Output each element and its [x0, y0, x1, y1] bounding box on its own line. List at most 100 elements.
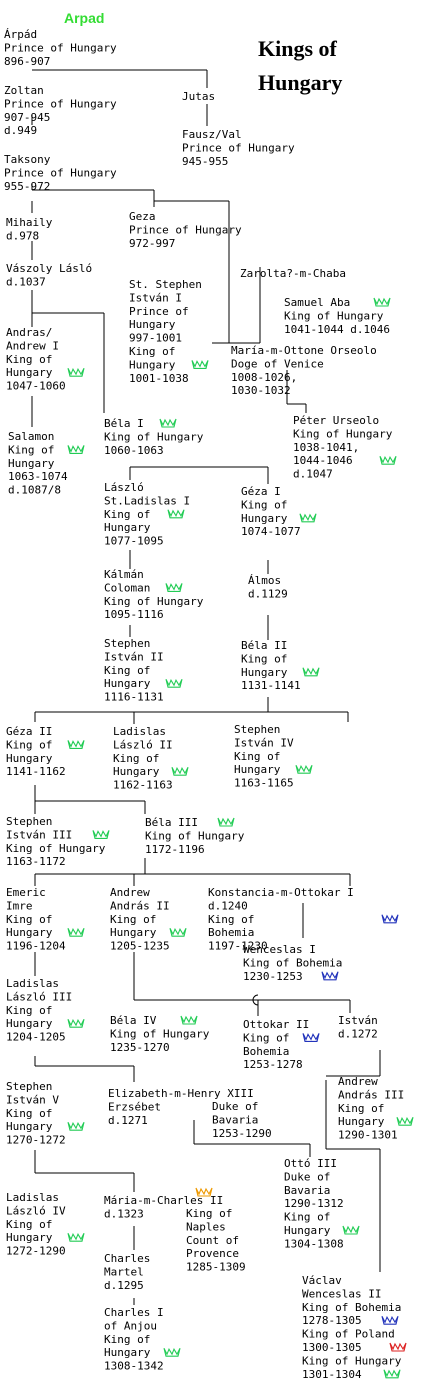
hungary-crown-icon — [92, 830, 110, 839]
hungary-crown-icon — [302, 667, 320, 677]
person-text-line: Hungary — [129, 358, 176, 371]
person-text-line: King of — [186, 1207, 232, 1220]
naples-crown-icon — [195, 1187, 213, 1197]
person-text-line: Géza II — [6, 725, 52, 738]
person-text-line: Hungary — [104, 677, 151, 690]
person-text-line: King of — [208, 913, 254, 926]
bohemia-crown-icon — [381, 914, 399, 924]
person-text-line: King of Hungary — [302, 1354, 402, 1367]
person-text-line: Charles — [104, 1252, 150, 1265]
person-text-line: King of — [6, 1107, 52, 1120]
person-text-line: 1116-1131 — [104, 691, 164, 704]
hungary-crown-icon — [295, 764, 313, 774]
person-text-line: of Anjou — [104, 1319, 157, 1332]
person-text-line: Emeric — [6, 886, 46, 899]
person-text-line: 1172-1196 — [145, 843, 205, 856]
person-text-line: King of — [104, 664, 150, 677]
hungary-crown-icon — [67, 1018, 85, 1028]
person-text-line: King of — [6, 1004, 52, 1017]
person-text-line: 1301-1304 — [302, 1368, 362, 1381]
hungary-crown-icon — [67, 1121, 85, 1131]
person-text-line: 1038-1041, — [293, 441, 359, 454]
connector-line — [252, 994, 259, 1006]
person-text-line: Bohemia — [243, 1045, 289, 1058]
person-text-line: 1308-1342 — [104, 1360, 164, 1373]
person-text-line: Hungary — [234, 763, 281, 776]
person-text-line: King of — [284, 1211, 330, 1224]
person-text-line: Salamon — [8, 430, 54, 443]
person-text-line: Hungary — [104, 521, 151, 534]
hungary-crown-icon — [396, 1116, 414, 1126]
hungary-crown-icon — [191, 360, 209, 369]
person-text-line: King of — [113, 752, 159, 765]
person-text-line: Geza — [129, 210, 156, 223]
person-text-line: King of — [110, 913, 156, 926]
person-text-line: 945-955 — [182, 155, 228, 168]
person-maria2: Mária-m-Charles IId.1323 — [104, 1194, 223, 1220]
person-text-line: Zoltan — [4, 84, 44, 97]
person-text-line: Jutas — [182, 90, 215, 103]
connector-lines — [31, 69, 381, 1305]
person-text-line: 907-945 — [4, 111, 50, 124]
person-text-line: Stephen — [6, 1080, 52, 1093]
hungary-crown-icon — [67, 927, 85, 937]
hungary-crown-icon — [180, 1015, 198, 1025]
person-text-line: 896-907 — [4, 55, 50, 68]
person-text-line: Géza I — [241, 485, 281, 498]
person-text-line: Bavaria — [212, 1113, 258, 1126]
person-text-line: 1077-1095 — [104, 535, 164, 548]
person-text-line: Ladislas — [113, 725, 166, 738]
person-text-line: Elizabeth-m-Henry XIII — [108, 1087, 254, 1100]
hungary-crown-icon — [159, 418, 177, 428]
person-text-line: András III — [338, 1088, 404, 1101]
person-text-line: Provence — [186, 1247, 239, 1260]
person-text-line: d.1323 — [104, 1207, 144, 1220]
person-text-line: Ladislas — [6, 1191, 59, 1204]
person-text-line: 1047-1060 — [6, 380, 66, 393]
person-text-line: 1196-1204 — [6, 940, 66, 953]
person-text-line: 997-1001 — [129, 332, 182, 345]
person-text-line: d.1129 — [248, 587, 288, 600]
person-text-line: István — [338, 1014, 378, 1027]
person-text-line: 1290-1301 — [338, 1129, 398, 1142]
person-text-line: 1300-1305 — [302, 1341, 362, 1354]
person-text-line: 1060-1063 — [104, 444, 164, 457]
person-text-line: Vászoly Lásló — [6, 262, 92, 275]
hungary-crown-icon — [217, 817, 235, 827]
hungary-crown-icon — [165, 583, 183, 592]
poland-crown-icon — [389, 1342, 407, 1352]
person-text-line: Ottokar II — [243, 1018, 309, 1031]
bohemia-crown-icon — [381, 1315, 399, 1325]
person-text-line: Prince of Hungary — [4, 166, 117, 179]
person-text-line: King of Hungary — [145, 829, 245, 842]
person-text-line: 1205-1235 — [110, 940, 170, 953]
person-text-line: István II — [104, 650, 164, 663]
person-text-line: Zarolta?-m-Chaba — [240, 267, 346, 280]
person-text-line: István III — [6, 828, 72, 841]
person-text-line: 1204-1205 — [6, 1031, 66, 1044]
hungary-crown-icon — [67, 740, 85, 749]
person-text-line: King of Hungary — [104, 430, 204, 443]
person-text-line: Hungary — [6, 366, 53, 379]
person-text-line: Stephen — [234, 723, 280, 736]
person-text-line: 1270-1272 — [6, 1134, 66, 1147]
person-text-line: King of Bohemia — [243, 956, 342, 969]
person-text-line: Wenceslas II — [302, 1287, 381, 1300]
